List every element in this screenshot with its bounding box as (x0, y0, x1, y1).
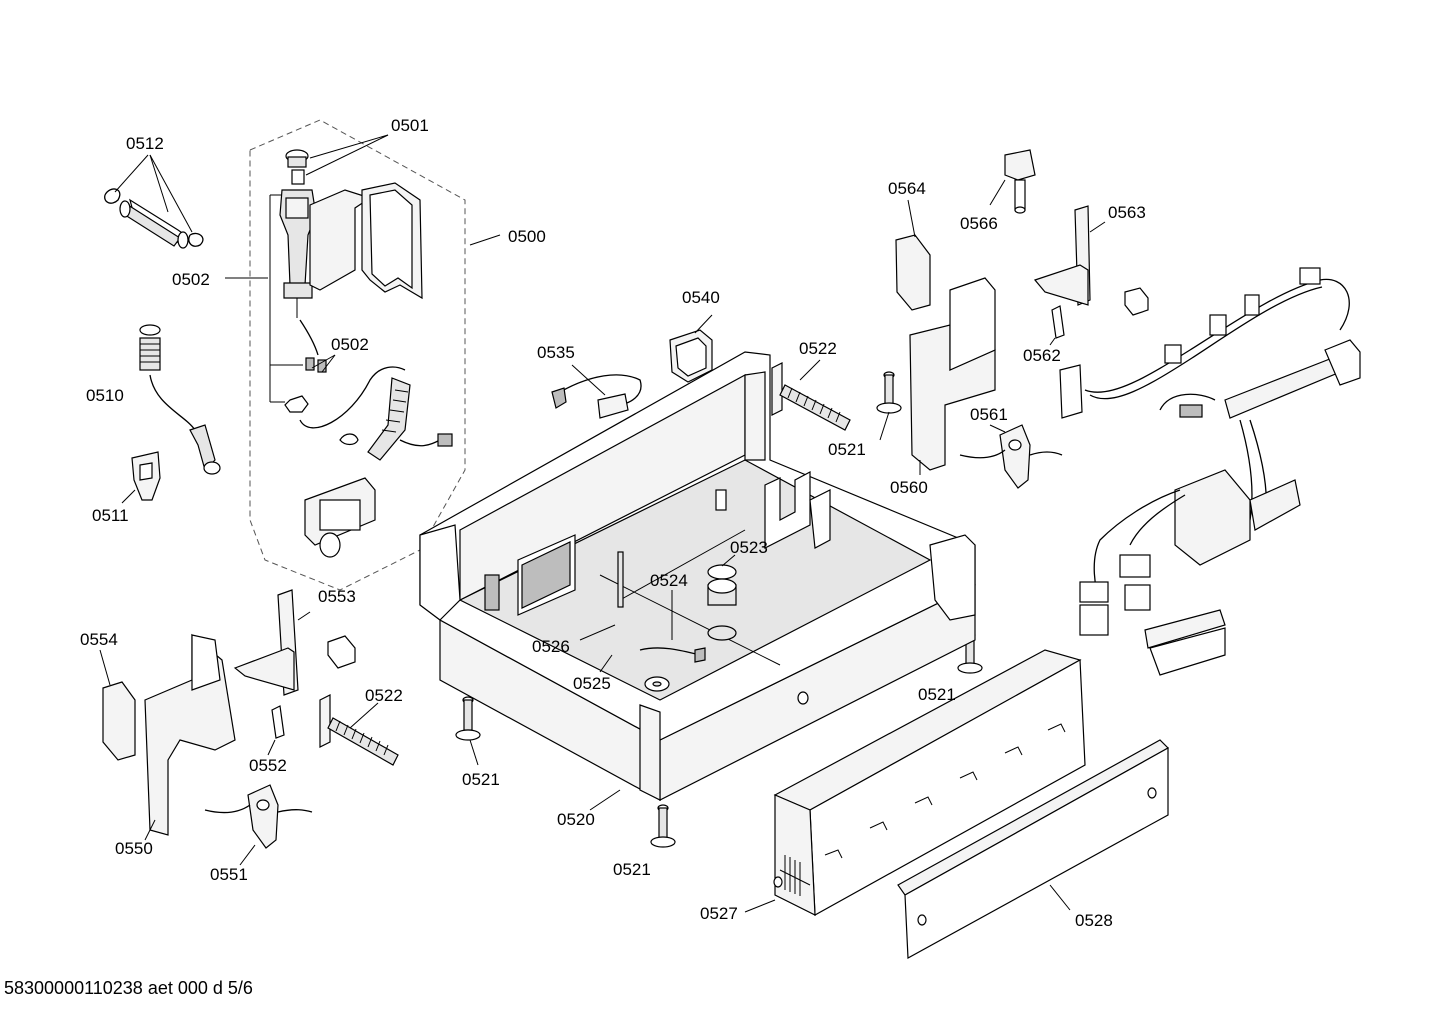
document-footer-code: 58300000110238 aet 000 d 5/6 (4, 978, 253, 998)
label-0551: 0551 (210, 865, 248, 884)
label-0502-bottom: 0502 (331, 335, 369, 354)
label-0563: 0563 (1108, 203, 1146, 222)
label-0524: 0524 (650, 571, 688, 590)
screw-0521-left (455, 696, 481, 766)
part-0522-heater-bottom (319, 694, 399, 766)
part-0552-clip (267, 705, 285, 756)
label-0523: 0523 (730, 538, 768, 557)
label-0560: 0560 (890, 478, 928, 497)
part-0562-clip (1049, 305, 1065, 346)
label-0562: 0562 (1023, 346, 1061, 365)
label-0550: 0550 (115, 839, 153, 858)
wiring-harness (1059, 267, 1361, 676)
part-0564-bracket (895, 199, 931, 311)
label-0528: 0528 (1075, 911, 1113, 930)
label-0527: 0527 (700, 904, 738, 923)
part-0551-sensor (204, 784, 313, 866)
part-0563-bracket (1033, 205, 1149, 316)
label-0521-bottom: 0521 (613, 860, 651, 879)
part-0535-cable (551, 364, 642, 419)
part-0561-sensor (959, 424, 1063, 489)
label-0500: 0500 (508, 227, 546, 246)
label-0522-bottom: 0522 (365, 686, 403, 705)
part-0510-corrugated-hose (139, 324, 221, 475)
part-0526-rod (579, 551, 624, 641)
label-0554: 0554 (80, 630, 118, 649)
label-0511: 0511 (92, 506, 129, 525)
label-0561: 0561 (970, 405, 1008, 424)
label-0552: 0552 (249, 756, 287, 775)
screw-0521-bottom (650, 804, 676, 848)
label-0522-top: 0522 (799, 339, 837, 358)
label-0502-top: 0502 (172, 270, 210, 289)
part-0566-pressure-switch (989, 149, 1036, 214)
label-0525: 0525 (573, 674, 611, 693)
part-0520-base-tub (419, 351, 976, 811)
label-0521-right: 0521 (918, 685, 956, 704)
part-labels: 0501 0512 0500 0502 0502 0510 0511 0540 … (80, 116, 1146, 930)
label-0553: 0553 (318, 587, 356, 606)
label-0540: 0540 (682, 288, 720, 307)
leader-lines (225, 134, 501, 373)
part-0528-panel (897, 739, 1169, 959)
part-0523-seal (707, 554, 737, 641)
label-0510: 0510 (86, 386, 124, 405)
label-0520: 0520 (557, 810, 595, 829)
label-0521-left: 0521 (462, 770, 500, 789)
label-0521-top: 0521 (828, 440, 866, 459)
part-0553-bracket (233, 589, 356, 696)
part-0554-cover (99, 649, 136, 761)
part-0527-plinth (744, 649, 1086, 916)
label-0535: 0535 (537, 343, 575, 362)
label-0566: 0566 (960, 214, 998, 233)
part-0524-valve (639, 590, 706, 663)
part-0525-disc (599, 654, 670, 692)
part-0560-panel (909, 277, 996, 475)
part-0511-clip (121, 451, 161, 504)
part-0540-sensor (669, 314, 713, 383)
part-0550-panel (144, 633, 236, 841)
label-0512: 0512 (126, 134, 164, 153)
label-0501: 0501 (391, 116, 429, 135)
label-0526: 0526 (532, 637, 570, 656)
part-0512-hose (104, 154, 204, 249)
label-0564: 0564 (888, 179, 926, 198)
part-0522-heater-top (771, 359, 851, 431)
screw-0521-top (876, 371, 902, 441)
pump-assembly (269, 149, 453, 558)
